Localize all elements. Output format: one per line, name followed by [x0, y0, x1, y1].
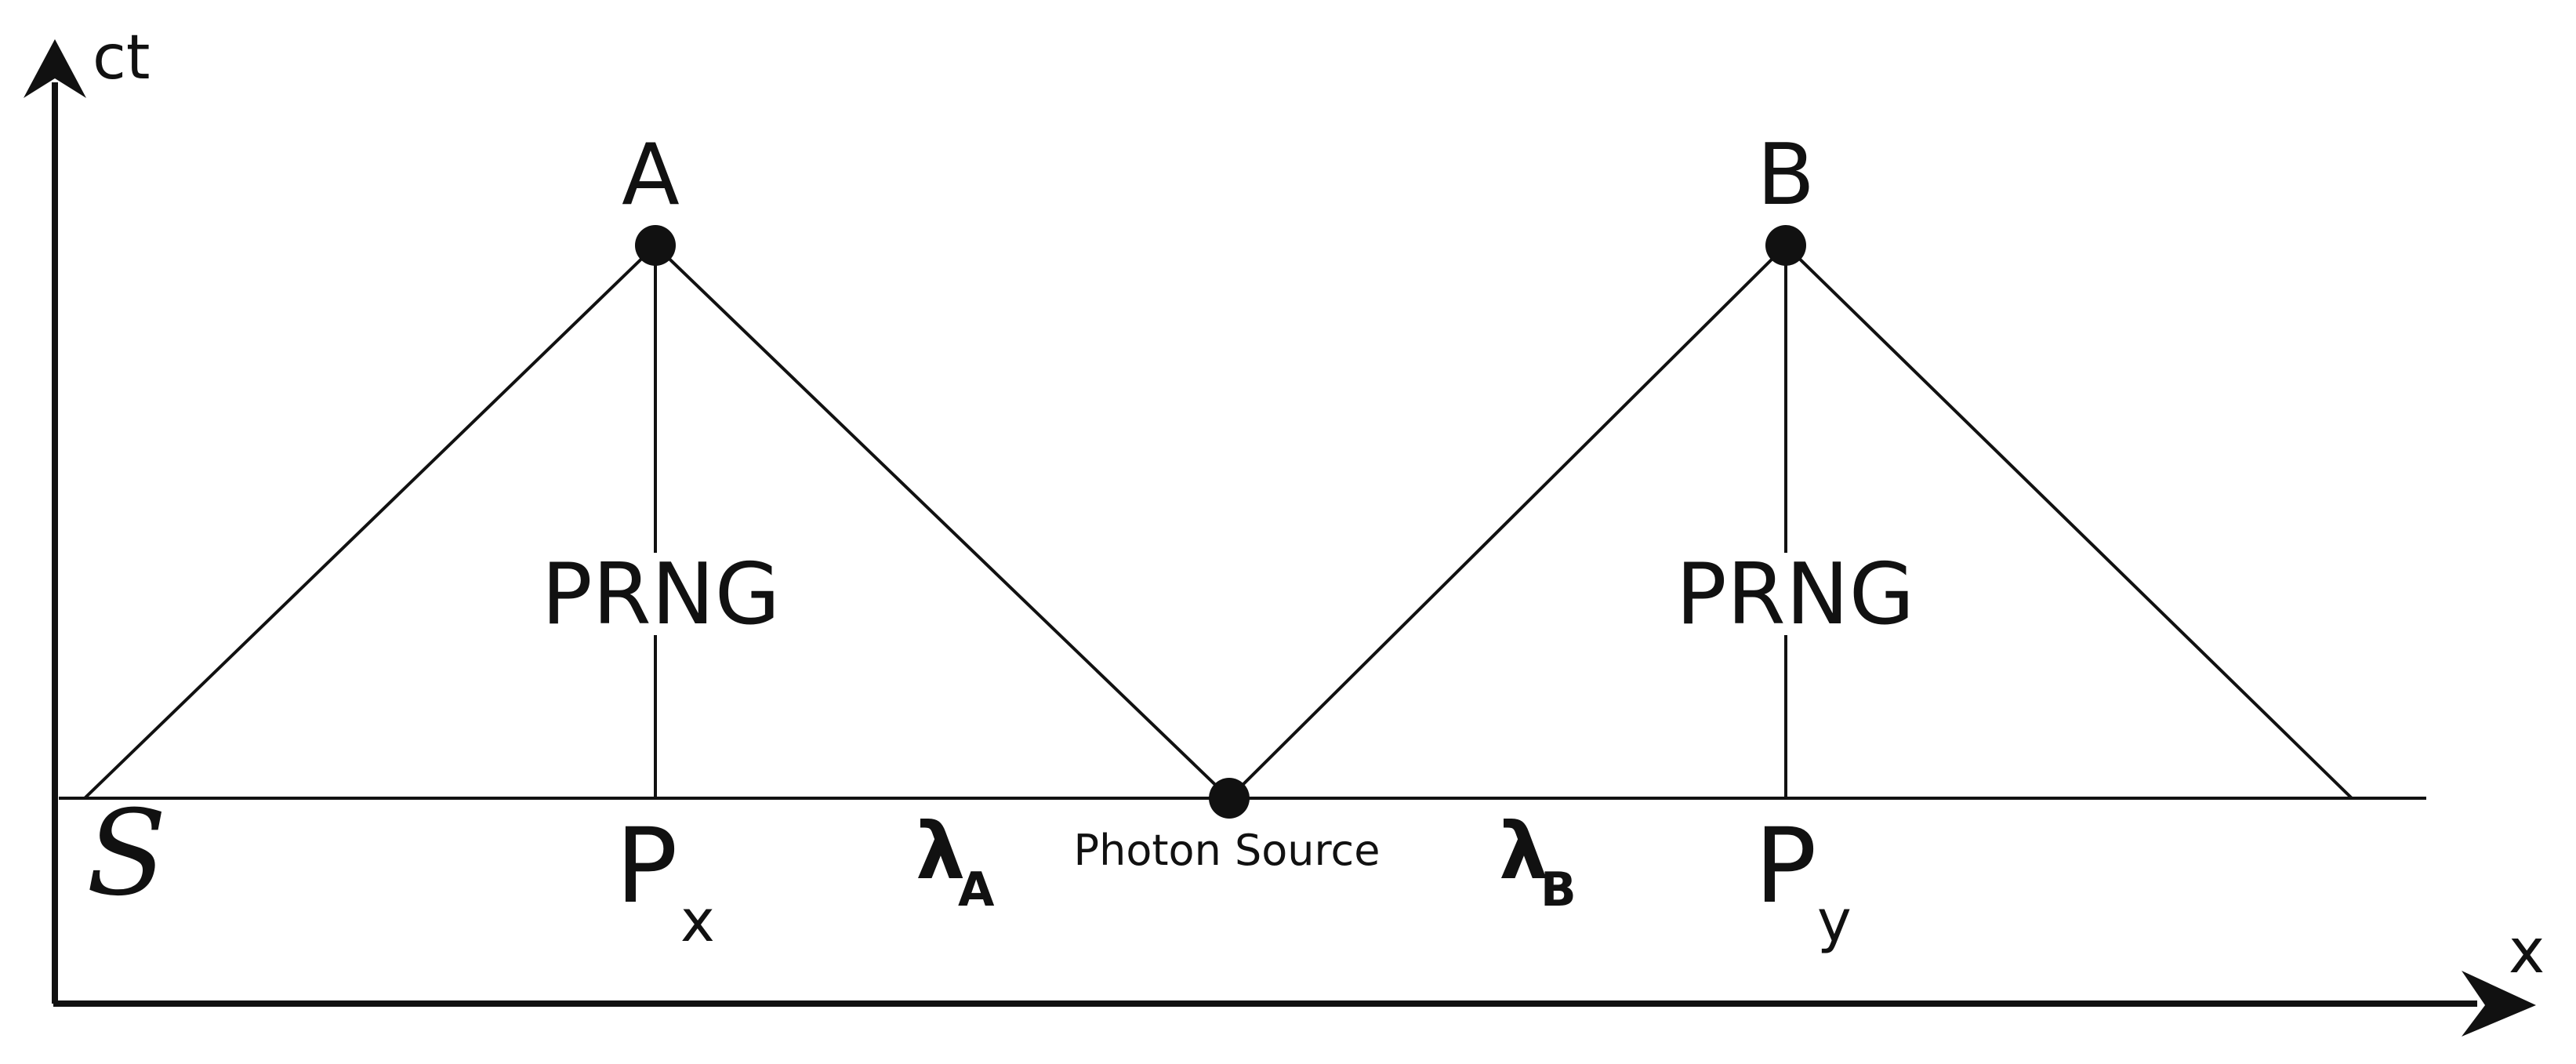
lambda-b-label: λ: [1499, 805, 1548, 897]
ct-axis-arrowhead: [24, 39, 86, 98]
event-b-dot: [1765, 225, 1806, 266]
s-script-label: S: [86, 786, 167, 922]
ct-axis-label: ct: [93, 23, 150, 93]
light-line-s-to-a: [83, 244, 657, 800]
photon-source-dot: [1209, 778, 1250, 819]
px-subscript: x: [680, 888, 715, 955]
py-label: P: [1754, 806, 1817, 927]
lambda-a-subscript: A: [958, 862, 995, 917]
lambda-a-label: λ: [916, 805, 965, 897]
x-axis-arrowhead: [2462, 971, 2536, 1037]
px-label: P: [615, 806, 678, 927]
py-subscript: y: [1817, 888, 1852, 955]
event-a-label: A: [622, 126, 680, 224]
event-a-dot: [635, 225, 676, 266]
light-line-source-to-b: [1228, 244, 1787, 800]
prng-label-right: PRNG: [1676, 546, 1915, 644]
x-axis-label: x: [2509, 917, 2545, 987]
event-b-label: B: [1757, 126, 1815, 224]
light-line-a-to-source: [654, 244, 1231, 800]
photon-source-label: Photon Source: [1074, 826, 1381, 875]
lambda-b-subscript: B: [1540, 862, 1576, 917]
prng-label-left: PRNG: [542, 546, 781, 644]
light-line-b-to-end: [1784, 244, 2353, 800]
